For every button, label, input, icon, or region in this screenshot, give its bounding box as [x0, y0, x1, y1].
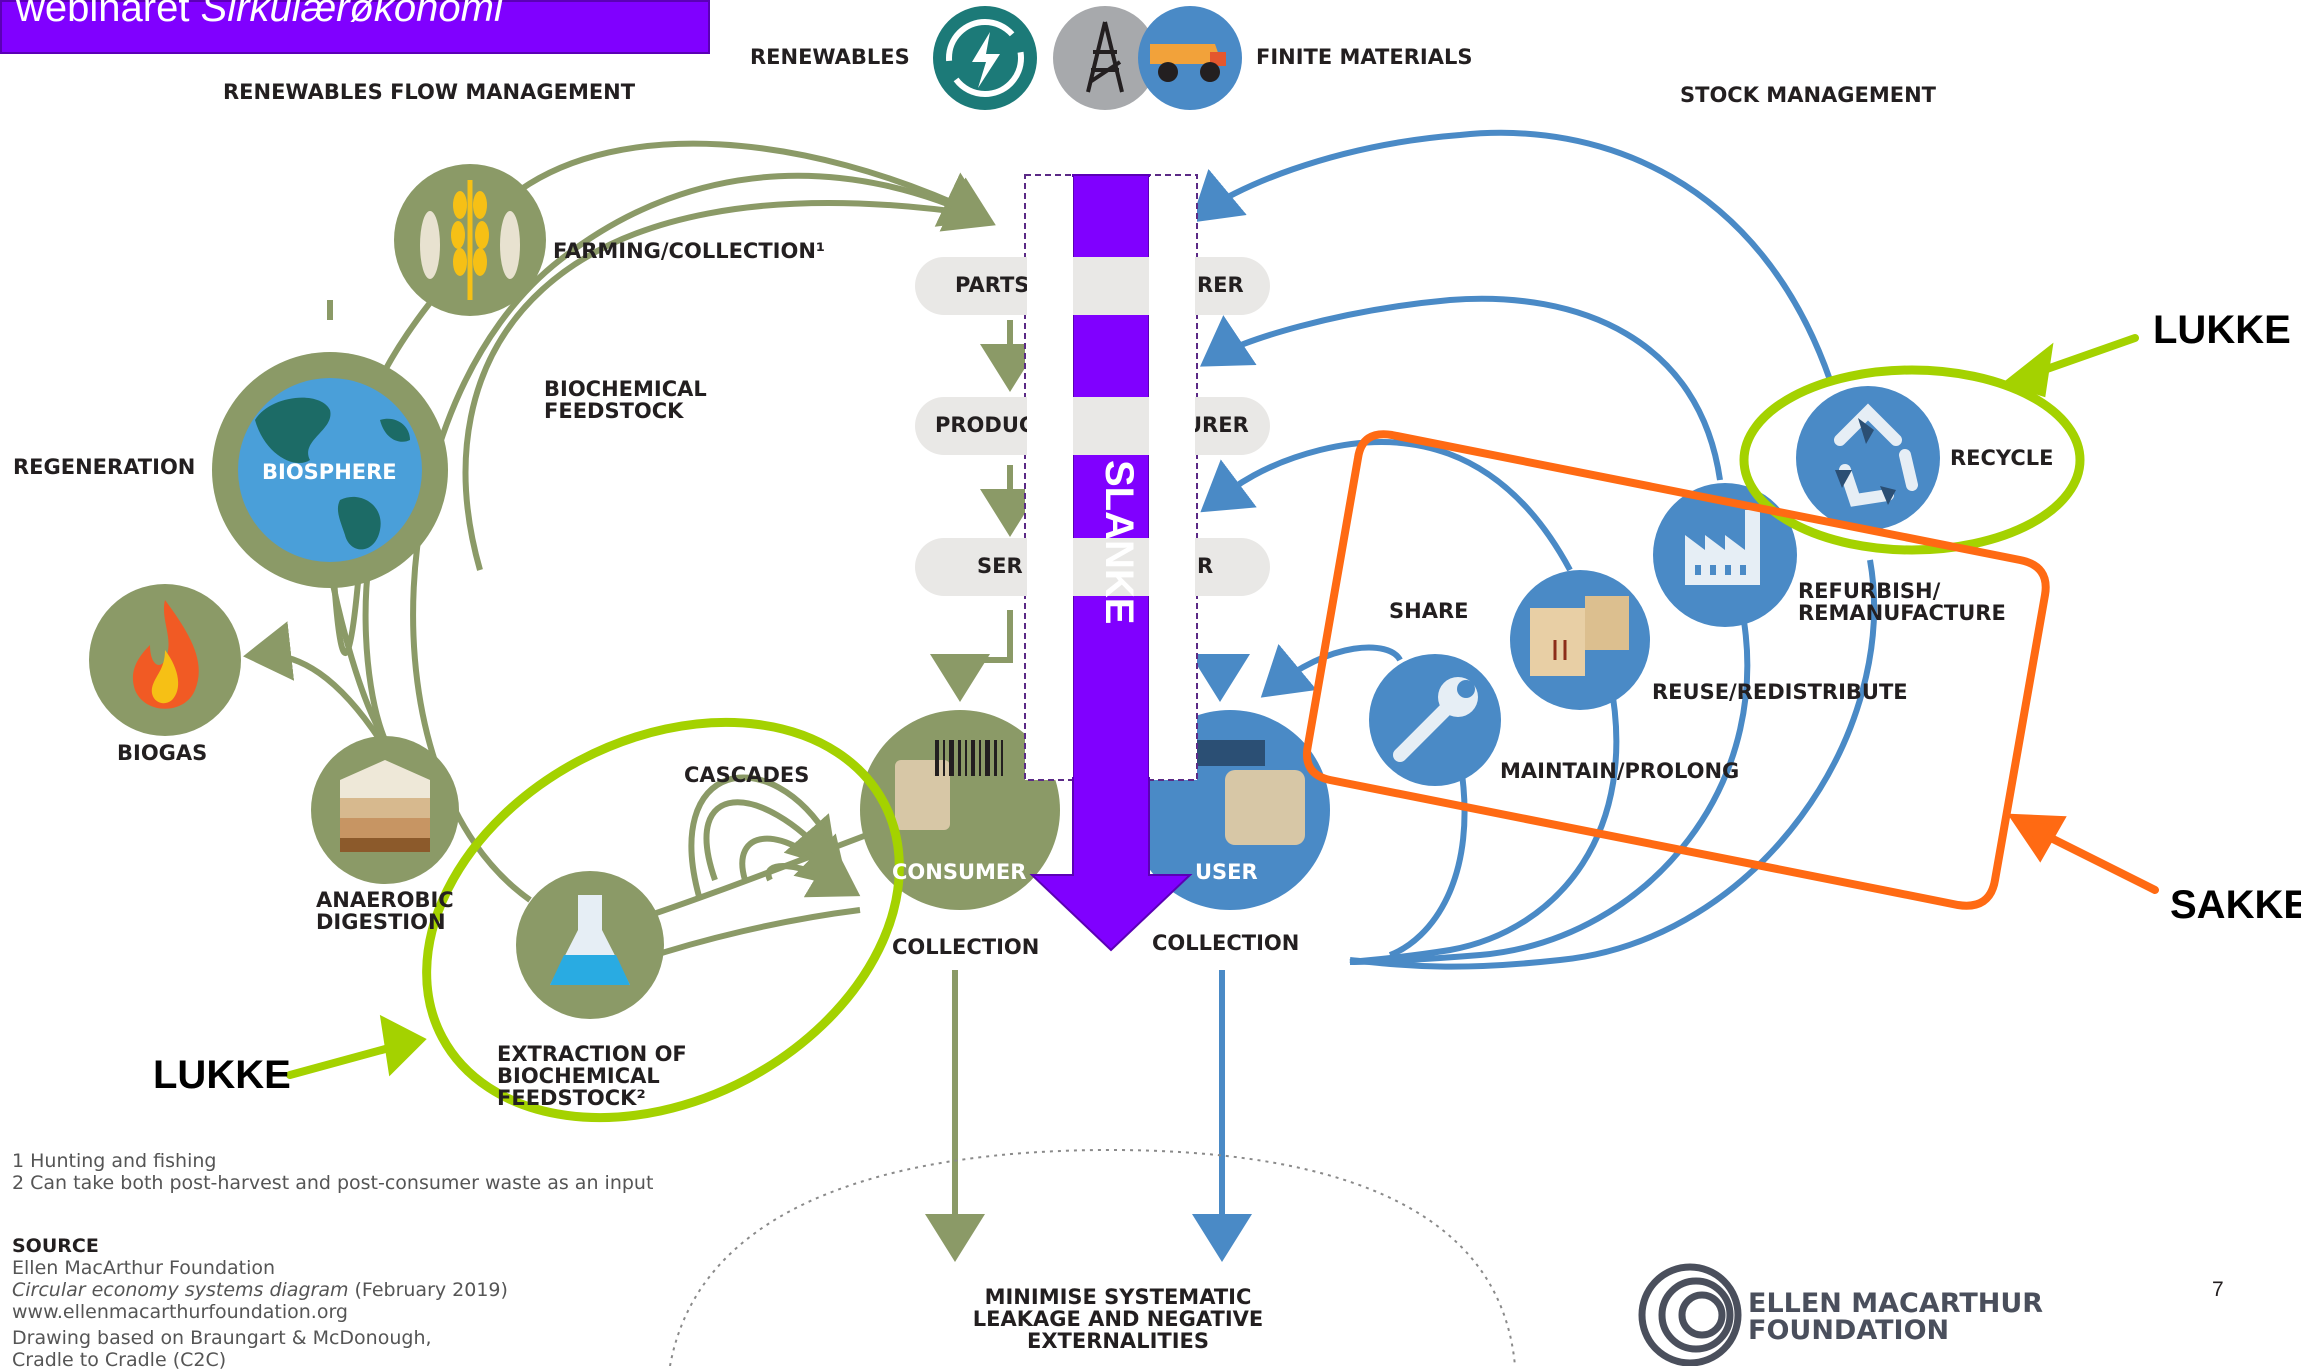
farming-label: FARMING/COLLECTION¹ [553, 239, 826, 263]
tech-collection-label: COLLECTION [1152, 931, 1300, 955]
barcode-icon [935, 740, 1003, 776]
consumer-label: CONSUMER [892, 860, 1027, 884]
finite-materials-label: FINITE MATERIALS [1256, 45, 1473, 69]
lukke-annotation-right: LUKKE [2153, 308, 2291, 352]
sakke-box [1303, 430, 2050, 910]
page-number: 7 [2212, 1278, 2224, 1301]
user-label: USER [1195, 860, 1258, 884]
biological-cycle-arrows [243, 140, 1040, 1262]
biosphere-label: BIOSPHERE [262, 460, 397, 484]
annotation-arrows [286, 334, 2159, 1079]
wrench-icon [1369, 654, 1501, 786]
flask-icon [516, 871, 664, 1019]
recycle-icon [1796, 386, 1940, 530]
lukke-ellipse-cascades [422, 717, 904, 1123]
renewable-energy-icon [933, 6, 1037, 110]
slide-title-bar: webinaret Sirkulærøkonomi [0, 0, 710, 54]
flame-icon [89, 584, 241, 736]
slanke-box-fill-left [1027, 177, 1073, 777]
regeneration-label: REGENERATION [13, 455, 196, 479]
maintain-prolong-label: MAINTAIN/PROLONG [1500, 759, 1740, 783]
refurbish-label: REFURBISH/REMANUFACTURE [1798, 579, 2006, 626]
soil-layers-icon [311, 736, 459, 884]
lukke-ellipse-recycle [1739, 365, 2085, 555]
footnote-2: 2 Can take both post-harvest and post-co… [12, 1172, 654, 1194]
reuse-redistribute-label: REUSE/REDISTRIBUTE [1652, 680, 1908, 704]
mining-truck-icon [1138, 6, 1242, 110]
renewables-flow-heading: RENEWABLES FLOW MANAGEMENT [223, 80, 636, 104]
sakke-annotation: SAKKE [2170, 883, 2301, 927]
emf-logo-mark [1638, 1263, 1742, 1366]
renewables-label: RENEWABLES [750, 45, 910, 69]
slide-title: webinaret Sirkulærøkonomi [16, 0, 503, 30]
cascades-label: CASCADES [684, 763, 810, 787]
share-label: SHARE [1389, 599, 1469, 623]
slanke-box-fill-right [1149, 177, 1195, 777]
technical-cycle-arrows [1167, 129, 1877, 1262]
wheat-fish-icon [394, 164, 546, 316]
source-block: SOURCE Ellen MacArthur Foundation Circul… [12, 1235, 508, 1371]
consumer-node [860, 710, 1060, 910]
globe-icon [212, 352, 448, 588]
footnote-1: 1 Hunting and fishing [12, 1150, 217, 1172]
recycle-label: RECYCLE [1950, 446, 2054, 470]
slanke-label: SLANKE [1096, 460, 1141, 624]
stock-management-heading: STOCK MANAGEMENT [1680, 83, 1936, 107]
oil-derrick-icon [1053, 6, 1157, 110]
lukke-annotation-left: LUKKE [153, 1053, 291, 1097]
boxes-icon [1510, 570, 1650, 710]
biogas-label: BIOGAS [117, 741, 208, 765]
bio-collection-label: COLLECTION [892, 935, 1040, 959]
factory-icon [1653, 483, 1797, 627]
